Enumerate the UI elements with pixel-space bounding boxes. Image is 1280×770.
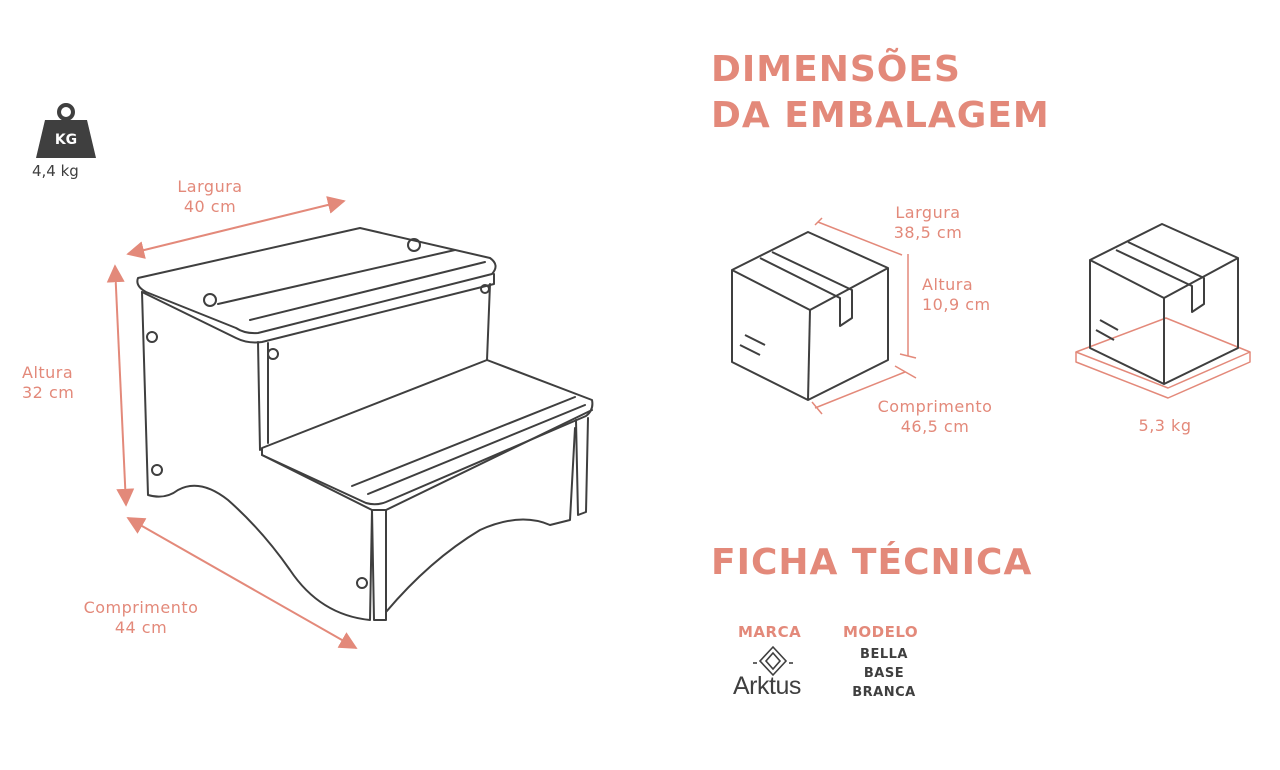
modelo-label: MODELO <box>843 623 919 641</box>
ficha-tecnica-title: FICHA TÉCNICA <box>711 542 1033 583</box>
product-comprimento-arrow <box>126 517 358 649</box>
marca-label: MARCA <box>738 623 802 641</box>
product-largura-arrow <box>126 196 346 259</box>
weight-icon-label: KG <box>54 132 78 148</box>
package-largura-lines <box>814 217 903 256</box>
package-altura-lines <box>899 254 917 359</box>
arktus-logo-icon <box>753 645 793 677</box>
product-weight-value: 4,4 kg <box>32 162 79 180</box>
product-altura-arrow <box>106 264 135 507</box>
package-comprimento-lines <box>811 365 917 415</box>
modelo-value: BELLA BASE BRANCA <box>852 647 916 700</box>
package-weight-label: 5,3 kg <box>1138 416 1192 435</box>
brand-name: Arktus <box>733 672 801 700</box>
weight-kg-icon <box>36 103 96 158</box>
step-stool-illustration <box>136 227 594 621</box>
package-box-weight <box>1075 223 1251 399</box>
package-box-dimensions <box>731 231 889 401</box>
